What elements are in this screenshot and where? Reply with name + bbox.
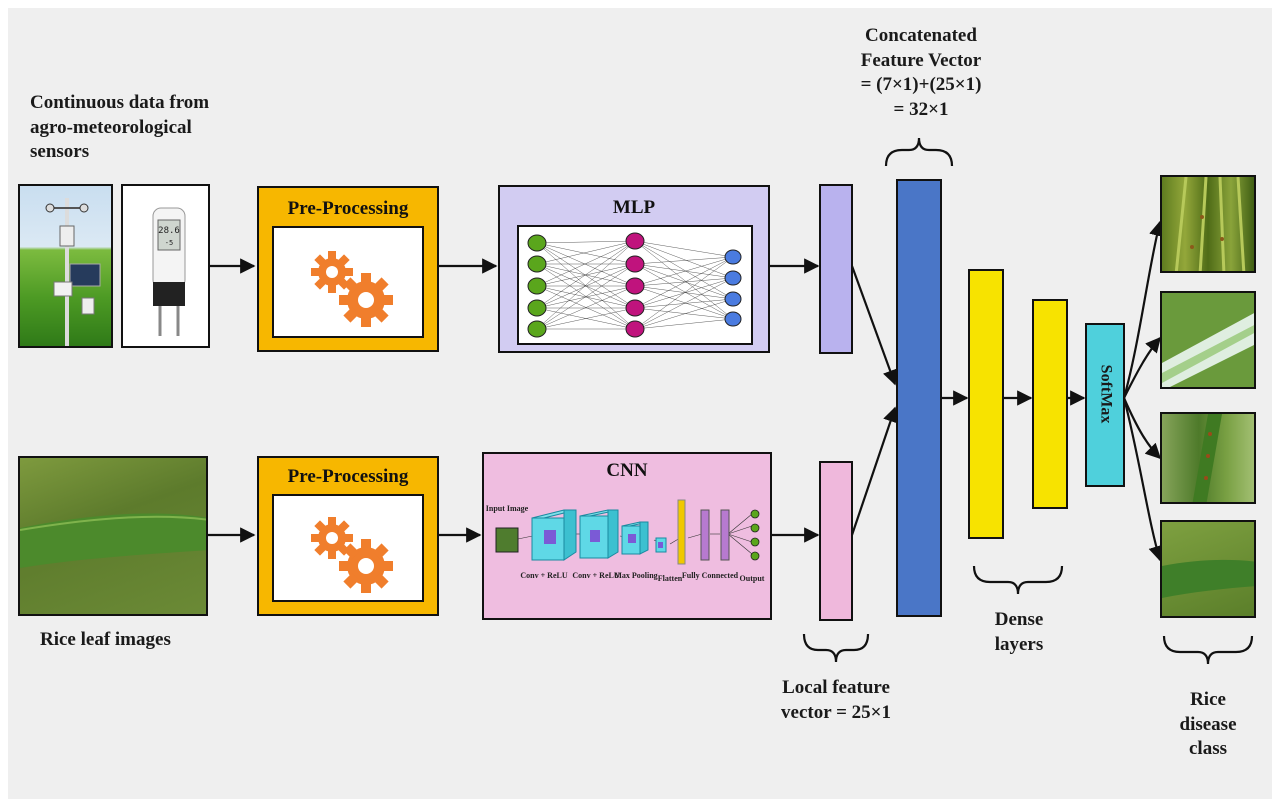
disease-class-image-4: [1160, 520, 1256, 618]
mlp-hidden-node: [625, 232, 645, 250]
rice-leaf-image: [18, 456, 208, 616]
cnn-conv1-label-text: Conv + ReLU: [520, 571, 567, 580]
output-label-line3: class: [1189, 738, 1227, 760]
arrow-softmax-to-class-2: [1123, 336, 1162, 399]
concat-label: Concatenated Feature Vector = (7×1)+(25×…: [846, 24, 996, 123]
sensor-device-image: 28.6 -5: [121, 184, 210, 348]
cnn-fc-label-text: Fully Connected: [682, 571, 739, 580]
cnn-fc-layer-2: [720, 509, 730, 561]
cnn-conv2-label: Conv + ReLU: [572, 571, 619, 580]
cnn-flatten-vector: [677, 499, 686, 565]
gears-icon: [311, 517, 393, 593]
mlp-network-diagram: [527, 232, 742, 338]
cnn-input-label: Input Image: [486, 504, 529, 513]
local-feature-bracket: [802, 633, 870, 663]
mlp-input-node: [527, 255, 547, 273]
preprocessing-bottom: Pre-Processing: [257, 456, 439, 616]
cnn-flatten-block: [655, 537, 667, 553]
mlp-output-node: [724, 291, 742, 307]
concat-label-line3: = (7×1)+(25×1): [860, 74, 982, 96]
cnn-flatten-label: Flatten: [658, 574, 683, 583]
class-bracket: [1162, 635, 1254, 665]
local-feature-label-line2: vector = 25×1: [781, 701, 891, 723]
arrow-softmax-to-class-1: [1122, 220, 1165, 399]
cnn-pipeline-diagram: Input Image: [486, 499, 765, 583]
concat-label-line4: = 32×1: [893, 99, 949, 121]
cnn-title: CNN: [606, 460, 648, 481]
cnn-input-thumbnail: [495, 527, 519, 553]
preprocessing-top-title: Pre-Processing: [287, 198, 409, 219]
mlp-hidden-node: [625, 255, 645, 273]
output-label-line2: disease: [1179, 713, 1237, 735]
mlp-hidden-node: [625, 320, 645, 338]
arrow-mlpvec-to-concat: [850, 265, 898, 386]
cnn-conv2-block: [579, 509, 619, 559]
cnn-output-node: [750, 509, 760, 519]
sensor-data-label: Continuous data from agro-meteorological…: [30, 92, 210, 163]
gears-icon: [311, 251, 393, 327]
softmax-block: [1085, 323, 1125, 487]
svg-text:-5: -5: [165, 239, 173, 247]
mlp-input-node: [527, 320, 547, 338]
local-feature-vector: [819, 461, 853, 621]
cnn-output-label: Output: [740, 574, 765, 583]
cnn-fc-label: Fully Connected: [682, 571, 739, 580]
mlp-output-node: [724, 249, 742, 265]
cnn-output-node: [750, 523, 760, 533]
dense-bracket: [972, 565, 1064, 595]
dense-label-line2: layers: [994, 633, 1044, 655]
dense-layer-2: [1032, 299, 1068, 509]
mlp-input-node: [527, 277, 547, 295]
cnn-output-node: [750, 551, 760, 561]
mlp-input-node: [527, 299, 547, 317]
cnn-pooling-block: [621, 521, 649, 555]
leaf-images-label: Rice leaf images: [40, 629, 171, 650]
mlp-hidden-node: [625, 277, 645, 295]
cnn-conv2-label-text: Conv + ReLU: [572, 571, 619, 580]
arrow-softmax-to-class-3: [1122, 397, 1162, 460]
arrow-localvec-to-concat: [850, 406, 898, 536]
dense-label: Dense layers: [978, 608, 1060, 657]
preprocessing-bottom-title: Pre-Processing: [287, 466, 409, 487]
weather-station-image: [18, 184, 113, 348]
cnn-block: CNN Input Image: [482, 452, 772, 620]
local-feature-label-line1: Local feature: [782, 677, 890, 698]
dense-layer-1: [968, 269, 1004, 539]
disease-class-image-3: [1160, 412, 1256, 504]
cnn-pool-label-text: Max Pooling: [614, 571, 657, 580]
mlp-network-panel: [517, 225, 753, 345]
cnn-output-node: [750, 537, 760, 547]
cnn-pool-label: Max Pooling: [614, 571, 657, 580]
rice-disease-class-label: Rice disease class: [1160, 688, 1256, 762]
mlp-block: MLP: [498, 185, 770, 353]
mlp-input-node: [527, 234, 547, 252]
dense-label-line1: Dense: [994, 609, 1044, 630]
disease-class-image-1: [1160, 175, 1256, 273]
mlp-output-node: [724, 311, 742, 327]
mlp-hidden-node: [625, 299, 645, 317]
cnn-conv1-block: [531, 509, 577, 561]
output-label-line1: Rice: [1190, 689, 1226, 710]
mlp-output-node: [724, 270, 742, 286]
mlp-title: MLP: [612, 197, 656, 218]
concat-label-line1: Concatenated: [865, 25, 977, 46]
local-feature-label: Local feature vector = 25×1: [770, 676, 902, 725]
concatenated-vector: [896, 179, 942, 617]
disease-class-image-2: [1160, 291, 1256, 389]
cnn-conv1-label: Conv + ReLU: [520, 571, 567, 580]
softmax-label: SoftMax: [1097, 364, 1115, 424]
cnn-fc-layer-1: [700, 509, 710, 561]
concat-label-line2: Feature Vector: [860, 49, 982, 71]
svg-text:28.6: 28.6: [158, 226, 180, 236]
preprocessing-top: Pre-Processing: [257, 186, 439, 352]
concat-bracket: [884, 137, 954, 167]
arrow-softmax-to-class-4: [1122, 397, 1164, 562]
preprocessing-top-panel: [272, 226, 424, 338]
preprocessing-bottom-panel: [272, 494, 424, 602]
mlp-feature-vector: [819, 184, 853, 354]
